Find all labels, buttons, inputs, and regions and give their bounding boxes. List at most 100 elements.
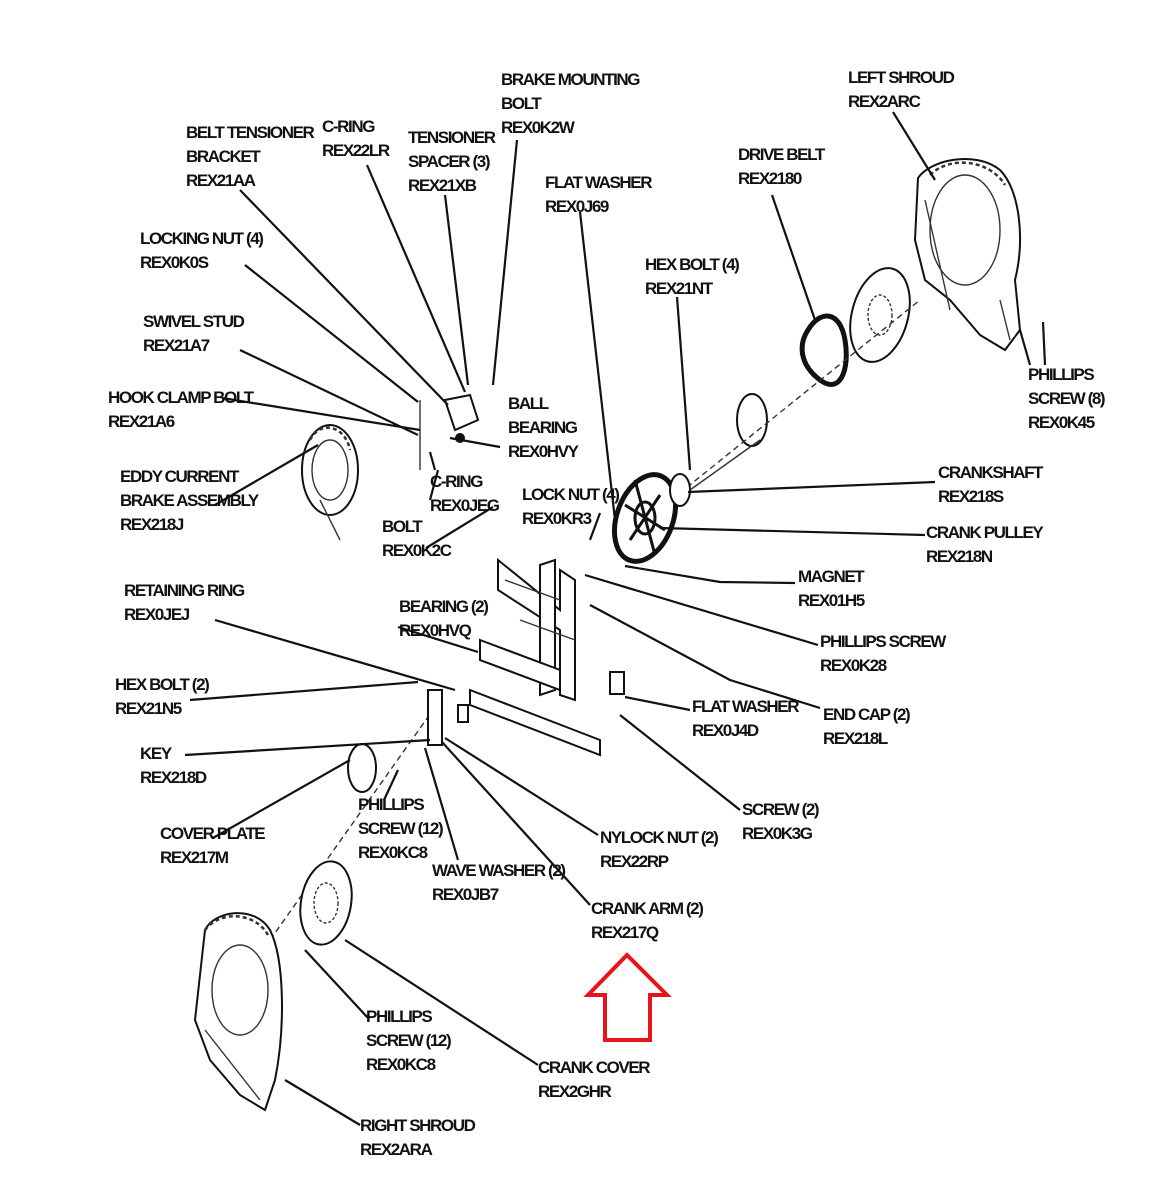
label-line: EDDY CURRENT: [120, 467, 240, 486]
label-line: SCREW (8): [1028, 389, 1105, 408]
label-line: PHILLIPS: [366, 1007, 432, 1026]
label-line: REX0KC8: [366, 1055, 436, 1074]
drive-belt-part: [799, 313, 849, 387]
label-bolt: BOLT REX0K2C: [382, 517, 452, 560]
cover-plate-part: [347, 743, 377, 793]
label-line: REX0HVQ: [399, 621, 472, 640]
label-line: COVER PLATE: [160, 824, 265, 843]
label-left-shroud: LEFT SHROUD REX2ARC: [848, 68, 955, 111]
label-line: REX21AA: [186, 171, 256, 190]
label-line: BOLT: [382, 517, 423, 536]
label-wave-washer: WAVE WASHER (2)REX0JB7: [432, 861, 565, 904]
label-line: REX2180: [738, 169, 802, 188]
label-line: REX0KR3: [522, 509, 592, 528]
label-line: REX2ARA: [360, 1140, 433, 1159]
label-line: BRAKE ASSEMBLY: [120, 491, 260, 510]
large-pulley-disc: [849, 267, 911, 363]
label-line: REX217Q: [591, 923, 659, 942]
label-line: BOLT: [501, 94, 542, 113]
tensioner-bracket-part: [419, 393, 480, 470]
label-line: BELT TENSIONER: [186, 123, 315, 142]
label-line: SCREW (2): [742, 800, 819, 819]
label-line: REX218S: [938, 487, 1004, 506]
label-line: NYLOCK NUT (2): [600, 828, 718, 847]
crankshaft-hub-part: [669, 439, 761, 507]
label-screw-2: SCREW (2) REX0K3G: [742, 800, 819, 843]
label-line: FLAT WASHER: [692, 697, 799, 716]
label-line: C-RING: [322, 117, 375, 136]
label-line: RETAINING RING: [124, 581, 245, 600]
label-cover-plate: COVER PLATE REX217M: [160, 824, 265, 867]
label-phillips-screw-12b: PHILLIPS SCREW (12) REX0KC8: [366, 1007, 451, 1074]
label-line: REX0K2C: [382, 541, 452, 560]
label-tensioner-spacer: TENSIONER SPACER (3) REX21XB: [408, 128, 496, 195]
label-line: REX217M: [160, 848, 229, 867]
label-line: DRIVE BELT: [738, 145, 826, 164]
label-locking-nut: LOCKING NUT (4)REX0K0S: [140, 229, 263, 272]
label-line: REX2GHR: [538, 1082, 612, 1101]
end-cap-part: [609, 671, 625, 695]
label-key: KEY REX218D: [140, 744, 207, 787]
label-line: SPACER (3): [408, 152, 490, 171]
label-line: PHILLIPS SCREW: [820, 632, 947, 651]
label-line: REX0J69: [545, 197, 609, 216]
label-drive-belt: DRIVE BELT REX2180: [738, 145, 826, 188]
label-phillips-screw-mid: PHILLIPS SCREW REX0K28: [820, 632, 947, 675]
label-line: REX0J4D: [692, 721, 759, 740]
label-magnet: MAGNET REX01H5: [798, 567, 865, 610]
label-line: REX21XB: [408, 176, 477, 195]
crank-cover-part: [299, 860, 353, 946]
label-belt-tensioner-bracket: BELT TENSIONER BRACKET REX21AA: [186, 123, 315, 190]
label-line: SWIVEL STUD: [143, 312, 245, 331]
label-line: SCREW (12): [366, 1031, 451, 1050]
label-line: REX0K0S: [140, 253, 209, 272]
label-line: BRACKET: [186, 147, 261, 166]
label-line: REX21A6: [108, 412, 175, 431]
label-line: RIGHT SHROUD: [360, 1116, 476, 1135]
crank-arm-part: [427, 689, 469, 746]
label-line: C-RING: [430, 472, 483, 491]
label-line: REX22RP: [600, 852, 669, 871]
label-line: REX21A7: [143, 336, 210, 355]
label-line: HEX BOLT (2): [115, 675, 209, 694]
label-line: REX218L: [823, 729, 888, 748]
label-line: REX0K45: [1028, 413, 1095, 432]
label-hex-bolt-2: HEX BOLT (2)REX21N5: [115, 675, 209, 718]
label-line: CRANKSHAFT: [938, 463, 1044, 482]
label-line: BALL: [508, 394, 549, 413]
label-line: REX2ARC: [848, 92, 921, 111]
right-shroud-part: [193, 912, 283, 1112]
label-bearing-2: BEARING (2)REX0HVQ: [399, 597, 488, 640]
label-hex-bolt-4: HEX BOLT (4)REX21NT: [645, 255, 739, 298]
main-frame-part: [469, 557, 601, 757]
label-line: REX22LR: [322, 141, 390, 160]
label-line: KEY: [140, 744, 173, 763]
label-swivel-stud: SWIVEL STUD REX21A7: [143, 312, 245, 355]
label-line: PHILLIPS: [358, 795, 424, 814]
label-line: REX0K28: [820, 656, 887, 675]
label-line: REX0JB7: [432, 885, 499, 904]
label-line: TENSIONER: [408, 128, 496, 147]
label-line: BRAKE MOUNTING: [501, 70, 640, 89]
label-line: BEARING: [508, 418, 578, 437]
label-end-cap: END CAP (2)REX218L: [823, 705, 910, 748]
label-c-ring-top: C-RING REX22LR: [322, 117, 390, 160]
label-line: CRANK ARM (2): [591, 899, 703, 918]
label-line: LOCK NUT (4): [522, 485, 619, 504]
label-line: REX01H5: [798, 591, 865, 610]
left-shroud-part: [913, 157, 1022, 352]
label-line: PHILLIPS: [1028, 365, 1094, 384]
label-line: MAGNET: [798, 567, 865, 586]
label-nylock-nut: NYLOCK NUT (2) REX22RP: [600, 828, 718, 871]
label-line: LEFT SHROUD: [848, 68, 955, 87]
label-line: REX218D: [140, 768, 207, 787]
label-line: REX0K3G: [742, 824, 813, 843]
